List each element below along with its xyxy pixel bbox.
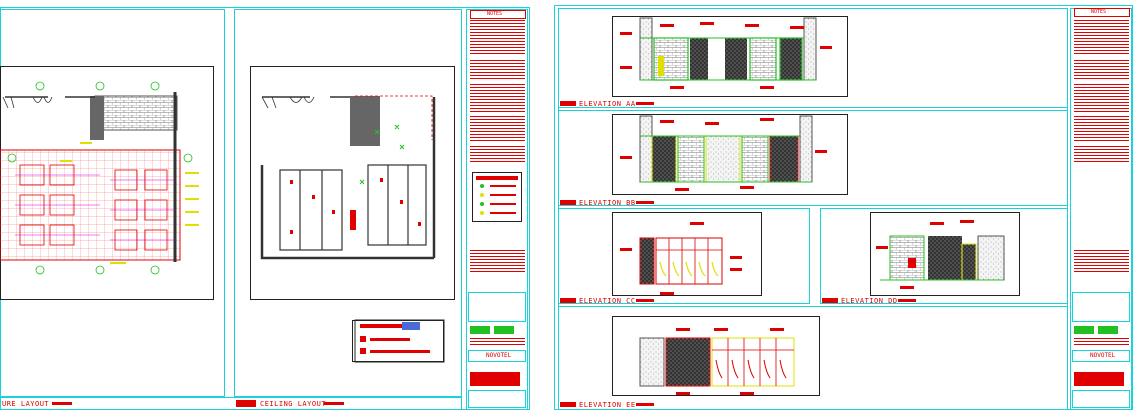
floor-plan bbox=[0, 81, 199, 275]
sheet-1-title-strip bbox=[0, 397, 462, 410]
elevation-cc-drawing bbox=[612, 212, 762, 296]
approval-stamp-2 bbox=[494, 326, 514, 334]
elevation-ee-graphics bbox=[639, 328, 795, 395]
elevation-aa-panel bbox=[558, 8, 1068, 108]
elevation-dd-panel bbox=[820, 208, 1068, 304]
floor-layout-title: URE LAYOUT bbox=[2, 400, 50, 408]
elevation-dd-scale bbox=[898, 299, 916, 302]
elevation-ee-panel bbox=[558, 306, 1068, 410]
notes-text-block-6 bbox=[470, 250, 525, 272]
elevation-aa-scale bbox=[636, 102, 654, 105]
ceiling-layout-drawing-frame bbox=[250, 66, 455, 300]
client-info bbox=[470, 338, 525, 346]
elevation-bb-marker bbox=[560, 200, 576, 205]
floor-layout-scale-bar bbox=[52, 402, 72, 405]
elevation-ee-scale bbox=[636, 403, 654, 406]
sheet-number-table bbox=[468, 390, 526, 408]
project-title-block bbox=[470, 372, 520, 386]
notes-title: NOTES bbox=[487, 11, 503, 17]
elevation-bb-drawing bbox=[612, 114, 848, 195]
ceiling-layout-panel bbox=[234, 9, 462, 397]
notes-2-block-2 bbox=[1074, 60, 1129, 80]
elevation-cc-scale bbox=[636, 299, 654, 302]
notes-header-2 bbox=[1074, 8, 1130, 17]
elevation-dd-marker bbox=[822, 298, 838, 303]
sheet-1: URE LAYOUT CEILING LAYOUT NOTES NOVOTEL bbox=[0, 0, 532, 413]
client-info-2 bbox=[1074, 338, 1129, 346]
ceiling-layout-scale-bar bbox=[324, 402, 344, 405]
notes-text-block-2 bbox=[470, 60, 525, 80]
project-title-block-2 bbox=[1074, 372, 1124, 386]
notes-2-block-1 bbox=[1074, 20, 1129, 56]
sheet-1-info-column bbox=[466, 9, 528, 410]
brand-box-2 bbox=[1072, 350, 1130, 362]
elevation-cc-panel bbox=[558, 208, 810, 304]
elevation-cc-graphics bbox=[620, 222, 742, 295]
elevation-aa-label: ELEVATION AA bbox=[579, 100, 636, 108]
approval-stamp-3 bbox=[1074, 326, 1094, 334]
notes-text-block-3 bbox=[470, 84, 525, 112]
sheet-2: ELEVATION AA ELEVATION BB ELEVATION CC E… bbox=[552, 0, 1134, 413]
elevation-ee-marker bbox=[560, 402, 576, 407]
revision-table-2 bbox=[1072, 292, 1130, 322]
elevation-bb-label: ELEVATION BB bbox=[579, 199, 636, 207]
sheet-number-table-2 bbox=[1072, 390, 1130, 408]
notes-2-block-4 bbox=[1074, 116, 1129, 142]
elevation-aa-marker bbox=[560, 101, 576, 106]
notes-header bbox=[470, 10, 526, 19]
notes-text-block-1 bbox=[470, 20, 525, 56]
brand-name: NOVOTEL bbox=[486, 352, 512, 359]
brand-box bbox=[468, 350, 526, 362]
approval-stamp bbox=[470, 326, 490, 334]
elevation-bb-panel bbox=[558, 110, 1068, 206]
symbol-legend bbox=[472, 172, 522, 222]
revision-table bbox=[468, 292, 526, 322]
elevation-dd-label: ELEVATION DD bbox=[841, 297, 898, 305]
notes-text-block-5 bbox=[470, 146, 525, 162]
notes-2-block-5 bbox=[1074, 146, 1129, 162]
ceiling-plan bbox=[260, 95, 445, 363]
ceiling-layout-marker bbox=[236, 400, 256, 407]
symbol-legend-graphics bbox=[476, 176, 518, 215]
elevation-dd-drawing bbox=[870, 212, 1020, 296]
elevation-ee-label: ELEVATION EE bbox=[579, 401, 636, 409]
elevation-ee-drawing bbox=[612, 316, 820, 396]
elevation-bb-scale bbox=[636, 201, 654, 204]
elevation-aa-graphics bbox=[620, 17, 832, 89]
ceiling-layout-title: CEILING LAYOUT bbox=[260, 400, 327, 408]
elevation-dd-graphics bbox=[876, 220, 1005, 289]
elevation-cc-label: ELEVATION CC bbox=[579, 297, 636, 305]
elevation-cc-marker bbox=[560, 298, 576, 303]
notes-text-block-4 bbox=[470, 116, 525, 142]
notes-2-block-6 bbox=[1074, 250, 1129, 272]
elevation-aa-drawing bbox=[612, 16, 848, 97]
brand-name-2: NOVOTEL bbox=[1090, 352, 1116, 359]
notes-title-2: NOTES bbox=[1091, 9, 1107, 15]
elevation-bb-graphics bbox=[620, 115, 827, 191]
notes-2-block-3 bbox=[1074, 84, 1129, 112]
approval-stamp-4 bbox=[1098, 326, 1118, 334]
